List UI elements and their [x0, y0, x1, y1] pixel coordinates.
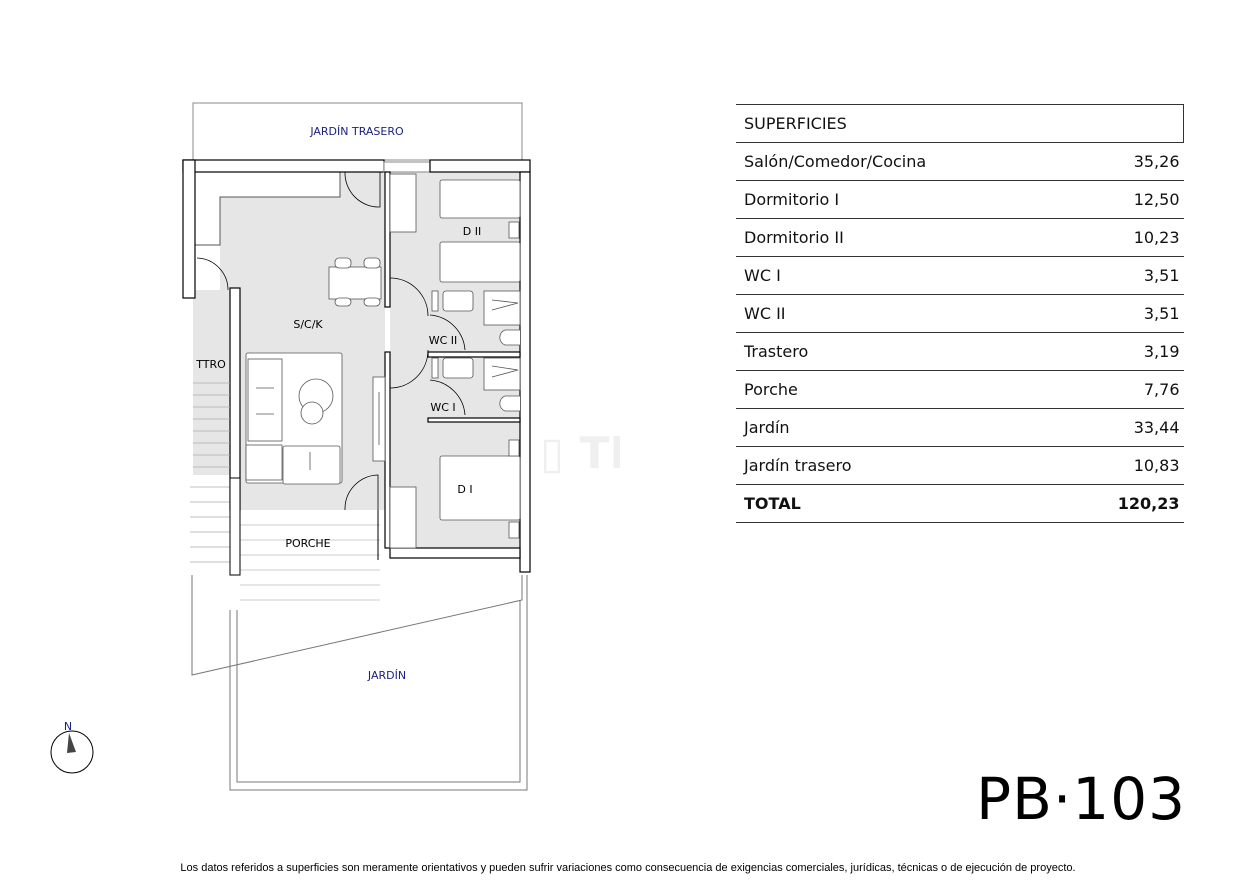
furniture	[245, 173, 521, 549]
doors	[196, 171, 466, 511]
back-garden-area	[192, 102, 523, 161]
table-header-row: SUPERFICIES	[736, 104, 1184, 143]
row-label: Trastero	[736, 332, 1061, 371]
total-value: 120,23	[1060, 484, 1184, 523]
row-label: Salón/Comedor/Cocina	[736, 142, 1061, 181]
north-compass-icon: N	[50, 720, 94, 774]
room-label-d1: D I	[457, 483, 472, 496]
row-value: 7,76	[1060, 370, 1184, 409]
disclaimer: Los datos referidos a superficies son me…	[180, 862, 1076, 874]
row-label: WC II	[736, 294, 1061, 333]
room-label-wc1: WC I	[430, 401, 455, 414]
stairs	[190, 382, 230, 563]
floor-plan: JARDÍN TRASERO	[50, 102, 620, 791]
room-label-ttro: TTRO	[195, 358, 226, 371]
room-label-sck: S/C/K	[293, 318, 323, 331]
row-value: 3,51	[1060, 294, 1184, 333]
watermark-logo: ▯ TEKCE	[540, 428, 620, 479]
row-value: 10,23	[1060, 218, 1184, 257]
details	[256, 387, 380, 470]
room-label-jardin-trasero: JARDÍN TRASERO	[309, 125, 404, 138]
porch-pattern	[240, 524, 380, 601]
room-label-d2: D II	[463, 225, 481, 238]
row-label: Dormitorio II	[736, 218, 1061, 257]
room-label-jardin: JARDÍN	[367, 669, 406, 682]
row-value: 35,26	[1060, 142, 1184, 181]
row-label: Porche	[736, 370, 1061, 409]
room-label-wc2: WC II	[429, 334, 458, 347]
row-value: 3,51	[1060, 256, 1184, 295]
row-value: 3,19	[1060, 332, 1184, 371]
row-label: Jardín trasero	[736, 446, 1061, 485]
unit-code: PB·103	[976, 765, 1186, 833]
row-label: Dormitorio I	[736, 180, 1061, 219]
garden-outline	[191, 575, 528, 791]
row-value: 10,83	[1060, 446, 1184, 485]
room-label-porche: PORCHE	[285, 537, 330, 550]
table-header: SUPERFICIES	[736, 104, 1184, 143]
row-value: 33,44	[1060, 408, 1184, 447]
row-label: WC I	[736, 256, 1061, 295]
total-label: TOTAL	[736, 484, 1061, 523]
row-label: Jardín	[736, 408, 1061, 447]
compass-label: N	[64, 720, 72, 733]
row-value: 12,50	[1060, 180, 1184, 219]
porch-wall	[229, 477, 241, 576]
